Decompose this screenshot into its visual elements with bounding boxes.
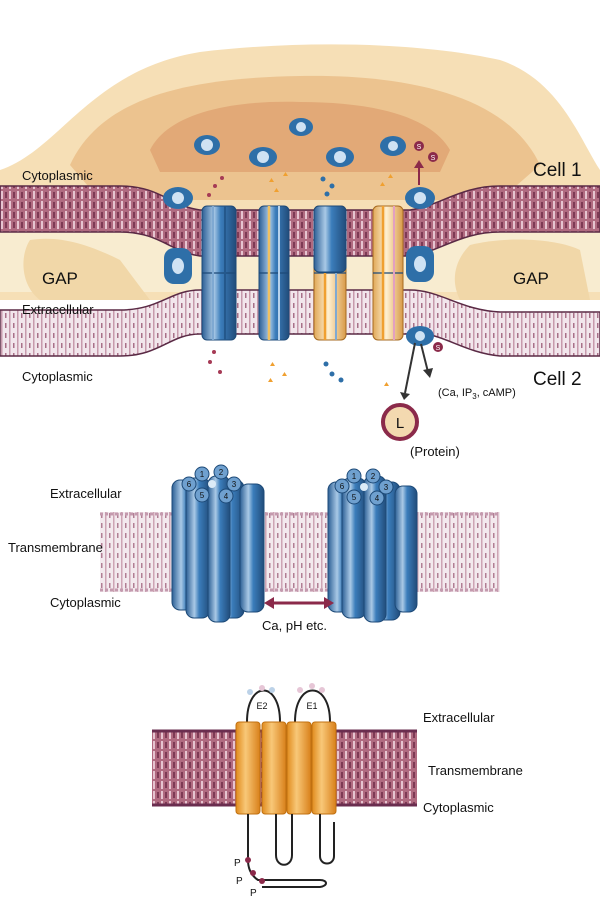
- gap-channel-3: [313, 205, 347, 341]
- loop-e1: [294, 689, 331, 723]
- arrow-down-messenger-head: [423, 368, 433, 378]
- svg-text:S: S: [431, 155, 436, 162]
- gap-channel-4: [372, 205, 404, 341]
- cys-e2-3: [269, 687, 275, 693]
- label-cytoplasmic-cell2: Cytoplasmic: [22, 369, 93, 384]
- arrow-down-messenger: [420, 343, 429, 373]
- gating-arrow-right-head: [324, 597, 334, 609]
- phospho-site-3: [259, 878, 265, 884]
- label-transmembrane-connexin: Transmembrane: [428, 763, 523, 778]
- hemichannel-right-gap: [406, 246, 434, 282]
- svg-text:5: 5: [352, 493, 357, 502]
- loop-e2: [246, 689, 281, 723]
- cytoplasmic-loop: [275, 814, 293, 866]
- tm-helix-1: [235, 721, 261, 815]
- connexon-membrane-left: [163, 187, 193, 209]
- label-gating: Ca, pH etc.: [262, 618, 327, 633]
- label-cytoplasmic-cell1: Cytoplasmic: [22, 168, 93, 183]
- connexon-membrane: [100, 512, 500, 592]
- arrow-up-cell1-head: [414, 160, 424, 168]
- gap-junction-panel: S S S L Cytoplasmic Cell 1 GAP GAP Extra…: [0, 44, 600, 459]
- gap-right-blob: [454, 239, 590, 300]
- connexon-left-top: 1 2 3 4 5 6: [181, 464, 242, 504]
- svg-text:3: 3: [232, 480, 237, 489]
- label-cytoplasmic-connexin: Cytoplasmic: [423, 800, 494, 815]
- svg-text:6: 6: [187, 480, 192, 489]
- svg-text:L: L: [396, 415, 404, 432]
- second-messenger-s-2: S: [428, 152, 438, 162]
- label-phospho-3: P: [250, 888, 257, 899]
- connexon-membrane-right: [405, 187, 435, 209]
- label-gap-right: GAP: [513, 269, 549, 288]
- label-cytoplasmic-connexon: Cytoplasmic: [50, 595, 121, 610]
- connexon-right-top: 1 2 3 4 5 6: [334, 468, 394, 506]
- connexon-vesicle-5: [380, 136, 406, 156]
- gap-channel-1: [201, 205, 237, 341]
- cell1-nucleus-inner: [150, 101, 450, 172]
- phospho-site-1: [245, 857, 251, 863]
- label-gap-left: GAP: [42, 269, 78, 288]
- gap-channel-2: [258, 205, 290, 341]
- tm-helix-4: [311, 721, 337, 815]
- cys-e2-2: [259, 685, 265, 691]
- connexon-vesicle-1: [194, 135, 220, 155]
- hemichannel-cell2: [406, 326, 434, 346]
- svg-text:S: S: [436, 345, 441, 352]
- tm-helix-3: [286, 721, 312, 815]
- hemichannel-left-gap: [164, 248, 192, 284]
- svg-text:2: 2: [219, 468, 224, 477]
- small-molecules: [207, 172, 393, 386]
- second-messenger-s-1: S: [414, 141, 424, 151]
- connexon-vesicle-2: [289, 118, 313, 136]
- phospho-site-2: [250, 870, 256, 876]
- svg-text:4: 4: [224, 492, 229, 501]
- svg-text:4: 4: [375, 494, 380, 503]
- connexon-panel: 1 2 3 4 5 6 1: [8, 464, 500, 633]
- svg-text:1: 1: [352, 472, 357, 481]
- cys-e1-3: [319, 687, 325, 693]
- label-e2: E2: [256, 701, 267, 711]
- tm-helix-2: [261, 721, 287, 815]
- arrow-down-ligand: [404, 342, 416, 394]
- svg-text:S: S: [417, 144, 422, 151]
- arrow-down-ligand-head: [400, 392, 410, 400]
- connexon-left: 1 2 3 4 5 6: [171, 464, 265, 623]
- connexon-vesicle-3: [249, 147, 277, 167]
- label-extracellular-connexin: Extracellular: [423, 710, 495, 725]
- svg-text:6: 6: [340, 482, 345, 491]
- label-cell2: Cell 2: [533, 369, 582, 390]
- label-phospho-1: P: [234, 858, 241, 869]
- label-e1: E1: [306, 701, 317, 711]
- gap-left-blob: [23, 238, 150, 300]
- label-protein: (Protein): [410, 444, 460, 459]
- connexon-right: 1 2 3 4 5 6: [327, 468, 418, 623]
- cys-e1-2: [309, 683, 315, 689]
- label-transmembrane-connexon: Transmembrane: [8, 540, 103, 555]
- n-terminus: [319, 814, 335, 865]
- svg-text:5: 5: [200, 491, 205, 500]
- c-terminus: [247, 814, 327, 888]
- label-extracellular-connexon: Extracellular: [50, 486, 122, 501]
- connexin-panel: E2 E1 P P P Extracellular Transmembrane …: [152, 683, 523, 899]
- label-extracellular-top: Extracellular: [22, 302, 94, 317]
- second-messenger-s-3: S: [433, 342, 443, 352]
- gating-arrow-left-head: [264, 597, 274, 609]
- svg-text:3: 3: [384, 483, 389, 492]
- label-cell1: Cell 1: [533, 160, 582, 181]
- cell2-membrane: [0, 289, 600, 357]
- cys-e2-1: [247, 689, 253, 695]
- svg-text:2: 2: [371, 472, 376, 481]
- label-phospho-2: P: [236, 876, 243, 887]
- ligand-protein: L: [381, 403, 419, 441]
- connexon-vesicle-4: [326, 147, 354, 167]
- label-second-messengers: (Ca, IP3, cAMP): [438, 387, 516, 401]
- svg-text:1: 1: [200, 470, 205, 479]
- cys-e1-1: [297, 687, 303, 693]
